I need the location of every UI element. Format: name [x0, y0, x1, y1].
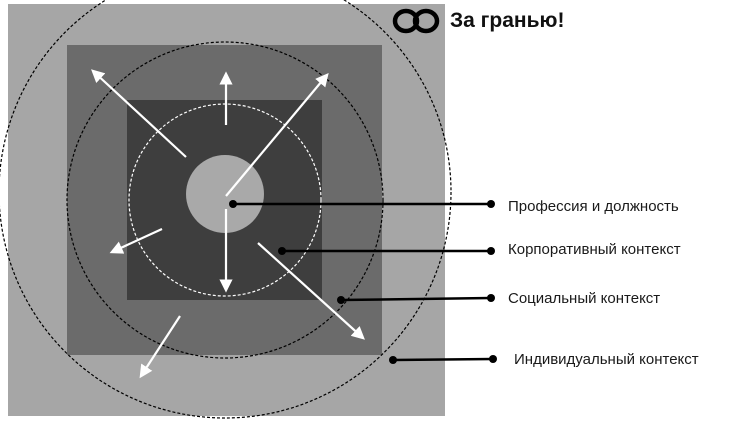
- label-individual-context: Индивидуальный контекст: [514, 351, 699, 368]
- leader-lines: [229, 200, 497, 364]
- arrow-up-left: [91, 69, 187, 158]
- arrow-left: [109, 228, 163, 254]
- leader-line-individual: [392, 357, 494, 362]
- leader-dot-individual-start: [389, 356, 397, 364]
- arrow-down-left: [139, 315, 181, 379]
- label-profession: Профессия и должность: [508, 198, 679, 215]
- infinity-icon: [392, 8, 440, 34]
- leader-dot-profession-end: [487, 200, 495, 208]
- leader-dot-individual-end: [489, 355, 497, 363]
- leader-dot-corporate-end: [487, 247, 495, 255]
- leader-dot-social-start: [337, 296, 345, 304]
- leader-dot-corporate-start: [278, 247, 286, 255]
- arrow-up-right: [225, 72, 329, 197]
- leader-dot-profession-start: [229, 200, 237, 208]
- middle-dashed-circle: [66, 41, 384, 359]
- brand-text: За гранью!: [450, 9, 565, 32]
- arrows-group: [91, 69, 365, 379]
- outer-dashed-circle: [0, 0, 452, 419]
- arrow-down-right: [257, 242, 365, 340]
- label-corporate-context: Корпоративный контекст: [508, 241, 681, 258]
- leader-line-social: [340, 296, 492, 302]
- leader-dot-social-end: [487, 294, 495, 302]
- brand-logo: За гранью!: [392, 4, 564, 38]
- label-social-context: Социальный контекст: [508, 290, 661, 307]
